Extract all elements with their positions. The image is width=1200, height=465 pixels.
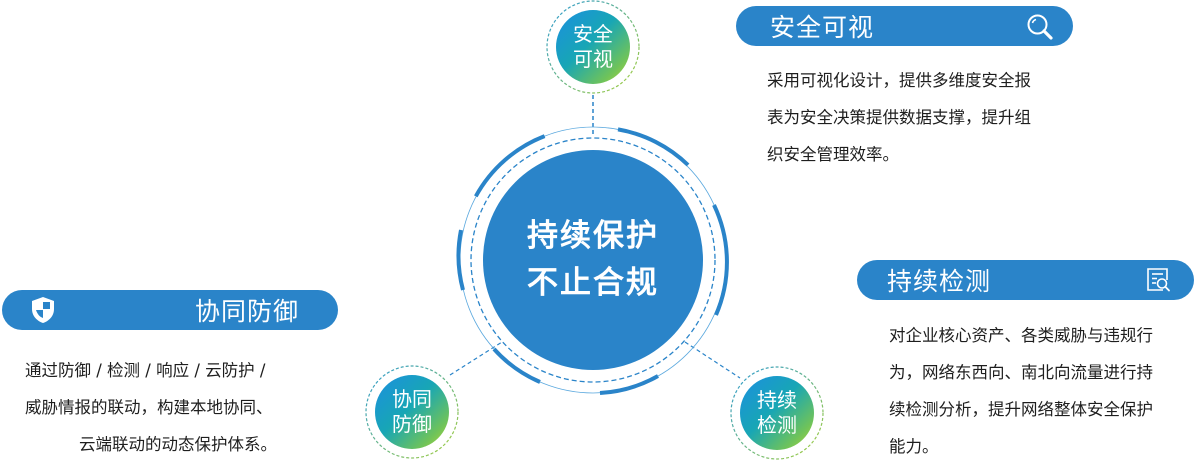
node-disc: 协同 防御 [375, 375, 449, 449]
desc-line: 续检测分析，提升网络整体安全保护 [889, 400, 1153, 419]
node-label-line-2: 可视 [573, 47, 613, 71]
node-label-line-2: 检测 [757, 413, 797, 437]
node-security-visibility: 安全 可视 [553, 7, 633, 87]
panel-title-detection: 持续检测 [857, 260, 1194, 300]
document-search-icon [1144, 266, 1172, 294]
panel-desc-visibility: 采用可视化设计，提供多维度安全报 表为安全决策提供数据支撑，提升组 织安全管理效… [767, 62, 1031, 173]
desc-line: 为，网络东西向、南北向流量进行持 [889, 363, 1153, 382]
desc-line: 云端联动的动态保护体系。 [79, 435, 277, 454]
center-disc [483, 150, 703, 370]
desc-line: 对企业核心资产、各类威胁与违规行 [889, 326, 1153, 345]
panel-title-defense: 协同防御 [2, 290, 338, 330]
dashed-ring [470, 137, 716, 383]
center-label: 持续保护 不止合规 [483, 150, 703, 370]
node-continuous-detection: 持续 检测 [737, 373, 817, 453]
panel-title-text: 持续检测 [887, 267, 992, 296]
panel-desc-defense: 通过防御 / 检测 / 响应 / 云防护 / 威胁情报的联动，构建本地协同、 云… [25, 352, 277, 463]
node-disc: 持续 检测 [740, 376, 814, 450]
node-label-line-2: 防御 [392, 412, 432, 436]
panel-desc-detection: 对企业核心资产、各类威胁与违规行 为，网络东西向、南北向流量进行持 续检测分析，… [889, 317, 1153, 465]
node-right-ring [730, 366, 824, 460]
panel-title-visibility: 安全可视 [736, 6, 1073, 46]
outer-ring-arcs [456, 127, 729, 395]
node-label-line-1: 安全 [573, 22, 613, 46]
desc-line: 威胁情报的联动，构建本地协同、 [25, 398, 273, 417]
desc-line: 采用可视化设计，提供多维度安全报 [767, 71, 1031, 90]
desc-line: 通过防御 / 检测 / 响应 / 云防护 / [25, 361, 266, 380]
connector-right [684, 341, 741, 379]
node-collaborative-defense: 协同 防御 [372, 372, 452, 452]
desc-line: 织安全管理效率。 [767, 145, 899, 164]
node-label-line-1: 持续 [757, 388, 797, 412]
desc-line: 能力。 [889, 437, 939, 456]
shield-icon [29, 295, 57, 325]
panel-title-text: 协同防御 [195, 297, 300, 326]
node-left-ring [365, 365, 459, 459]
node-disc: 安全 可视 [556, 10, 630, 84]
panel-title-text: 安全可视 [770, 13, 875, 42]
center-line-2: 不止合规 [527, 265, 659, 301]
desc-line: 表为安全决策提供数据支撑，提升组 [767, 108, 1031, 127]
search-icon [1025, 12, 1055, 42]
center-line-1: 持续保护 [527, 218, 659, 254]
node-label-line-1: 协同 [392, 387, 432, 411]
node-top-ring [546, 0, 640, 94]
